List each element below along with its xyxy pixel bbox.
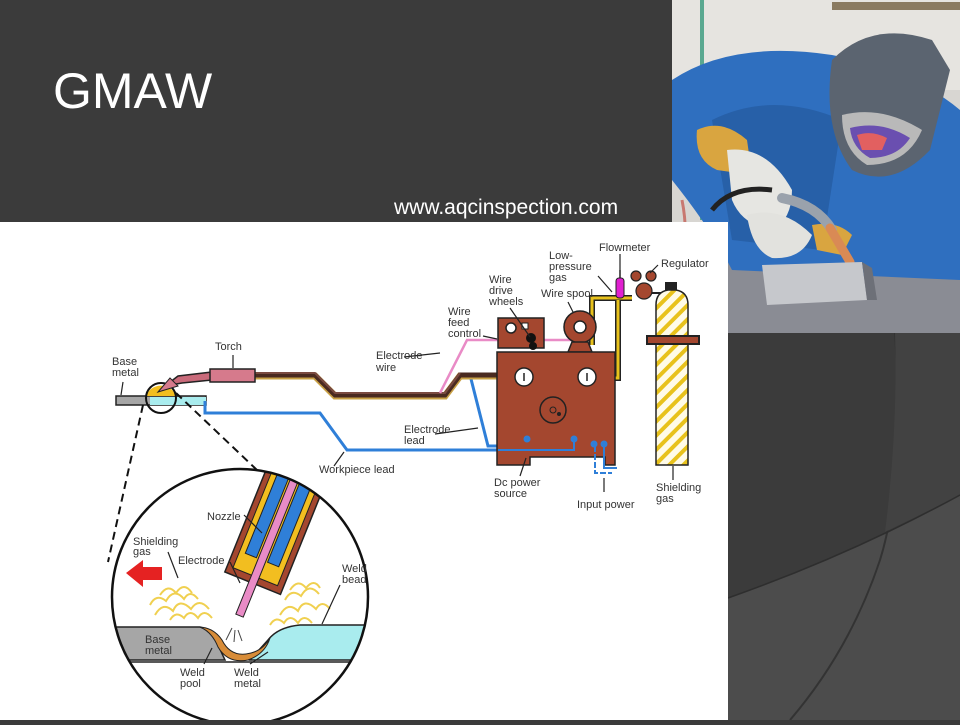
inset-label-weld-bead: Weld [342,563,367,575]
svg-text:feed: feed [448,317,469,329]
inset-label-weld-pool: Weld [180,667,205,679]
svg-text:pool: pool [180,678,201,690]
label-electrode-wire: Electrode [376,350,422,362]
svg-text:metal: metal [145,645,172,657]
travel-direction-arrow [126,560,162,587]
inset-label-weld-metal: Weld [234,667,259,679]
weld-detail-inset: Nozzle Shielding gas Electrode Weld bead… [110,467,370,725]
inset-label-base-metal: Base [145,634,170,646]
label-low-pressure-gas: Low- [549,250,573,262]
svg-text:lead: lead [404,435,425,447]
label-wire-spool: Wire spool [541,288,593,300]
label-flowmeter: Flowmeter [599,242,651,254]
slide-title: GMAW [53,63,213,119]
svg-text:control: control [448,328,481,340]
svg-text:gas: gas [133,546,151,558]
label-base-metal: Base [112,356,137,368]
inset-label-nozzle: Nozzle [207,511,241,523]
svg-text:metal: metal [234,678,261,690]
gas-cylinder [655,289,689,466]
label-workpiece-lead: Workpiece lead [319,464,395,476]
svg-text:wire: wire [375,362,396,374]
label-wire-drive-wheels: Wire [489,274,512,286]
label-regulator: Regulator [661,258,709,270]
svg-text:wheels: wheels [488,296,524,308]
welder-photo [672,0,960,333]
svg-text:gas: gas [656,493,674,505]
label-input-power: Input power [577,499,635,511]
svg-text:bead: bead [342,574,366,586]
gmaw-process-diagram: Base metal Torch Electrode wire Wire fee… [0,222,728,725]
inset-label-shielding-gas: Shielding [133,536,178,548]
inset-label-electrode: Electrode [178,555,224,567]
label-wire-feed-control: Wire [448,306,471,318]
label-torch: Torch [215,341,242,353]
label-shielding-gas: Shielding [656,482,701,494]
svg-text:source: source [494,488,527,500]
label-dc-power-source: Dc power [494,477,541,489]
torch-handle [209,368,256,383]
label-electrode-lead: Electrode [404,424,450,436]
source-url[interactable]: www.aqcinspection.com [394,196,619,219]
svg-text:gas: gas [549,272,567,284]
wire-feeder-box [497,317,545,349]
svg-text:metal: metal [112,367,139,379]
svg-text:drive: drive [489,285,513,297]
svg-text:pressure: pressure [549,261,592,273]
